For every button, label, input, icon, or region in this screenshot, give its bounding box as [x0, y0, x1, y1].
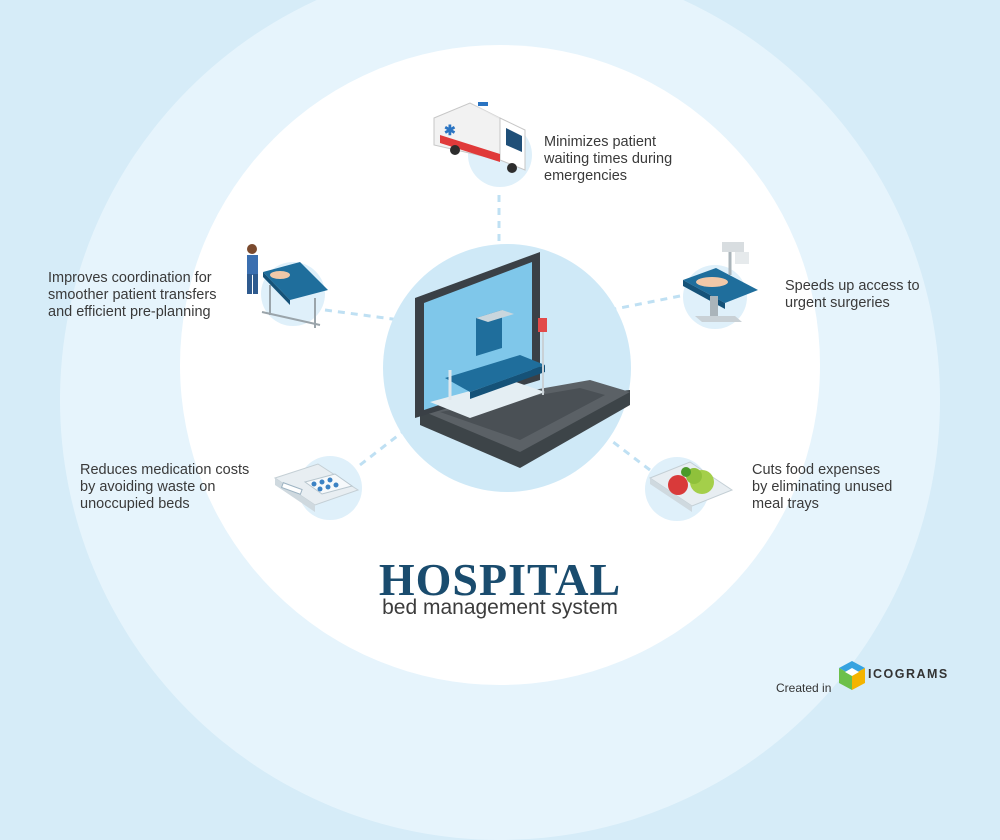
operating-table-icon [683, 242, 758, 322]
connector-medication [359, 428, 406, 467]
benefit-medication-line-3: unoccupied beds [80, 496, 190, 512]
benefit-food-line-3: meal trays [752, 496, 819, 512]
benefit-transfer-line-1: Improves coordination for [48, 270, 212, 286]
meal-tray-icon [648, 461, 734, 512]
ambulance-icon: ✱ [433, 102, 526, 173]
page-subtitle: bed management system [382, 596, 618, 619]
page-title: HOSPITAL [378, 554, 622, 605]
svg-text:✱: ✱ [444, 122, 456, 138]
benefit-ambulance-text: Minimizes patient waiting times during e… [544, 134, 672, 185]
laptop-hospital-bed-icon [415, 252, 630, 468]
created-in-label: Created in [776, 681, 832, 695]
benefit-ambulance-line-3: emergencies [544, 168, 628, 184]
connector-transfer [324, 308, 401, 322]
benefit-ambulance-line-2: waiting times during [544, 151, 673, 167]
benefit-transfer-line-3: and efficient pre-planning [48, 304, 211, 320]
illustration-canvas: ✱ [247, 102, 865, 690]
benefit-surgery-text: Speeds up access to urgent surgeries [785, 278, 920, 312]
benefit-food-text: Cuts food expenses by eliminating unused… [752, 462, 892, 513]
benefit-medication-line-2: by avoiding waste on [80, 479, 216, 495]
benefit-food-line-1: Cuts food expenses [752, 462, 881, 478]
pill-tray-icon [273, 463, 360, 512]
benefit-surgery-line-1: Speeds up access to [785, 278, 920, 294]
benefit-surgery-line-2: urgent surgeries [785, 295, 890, 311]
benefit-food-line-2: by eliminating unused [752, 479, 893, 495]
stretcher-icon [247, 244, 328, 328]
benefit-transfer-line-2: smoother patient transfers [48, 287, 217, 303]
icograms-brand-label[interactable]: ICOGRAMS [868, 667, 949, 681]
icograms-logo-icon [839, 661, 865, 690]
benefit-medication-line-1: Reduces medication costs [80, 462, 250, 478]
benefit-transfer-text: Improves coordination for smoother patie… [48, 270, 216, 321]
benefit-medication-text: Reduces medication costs by avoiding was… [80, 462, 249, 513]
benefit-ambulance-line-1: Minimizes patient [544, 134, 657, 150]
